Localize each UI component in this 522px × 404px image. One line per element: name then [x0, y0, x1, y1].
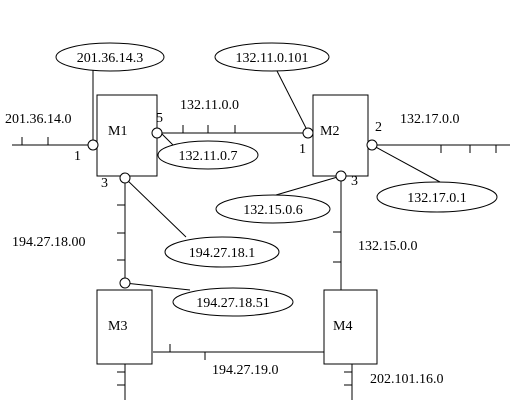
router-m1[interactable]: M1 — [96, 94, 158, 177]
router-m4[interactable]: M4 — [323, 289, 378, 365]
address-bubble-text: 194.27.18.1 — [189, 246, 256, 261]
address-bubble-outline — [376, 181, 498, 213]
router-m3-box — [96, 289, 153, 365]
address-bubble-outline — [214, 42, 330, 72]
ports — [87, 127, 378, 289]
address-bubble-text: 132.15.0.6 — [243, 203, 303, 218]
router-m1-box — [96, 94, 158, 177]
router-m2-label: M2 — [320, 124, 339, 139]
port-m2-2 — [366, 139, 378, 151]
leader-m1-p3 — [124, 177, 187, 238]
port-numbers: 1 5 3 1 2 3 — [74, 111, 382, 191]
address-bubble-text: 201.36.14.3 — [77, 51, 144, 66]
network-links — [12, 125, 510, 400]
leader-m2-p3 — [275, 175, 342, 196]
router-m4-box — [323, 289, 378, 365]
leader-m2-p1 — [276, 70, 308, 131]
router-m1-label: M1 — [108, 124, 127, 139]
address-bubble-m3-top: 194.27.18.51 — [172, 287, 294, 317]
leader-m2-p2 — [371, 144, 441, 183]
network-label-202-101-16: 202.101.16.0 — [370, 372, 444, 387]
port-number-m2-right: 2 — [375, 120, 382, 135]
port-m1-1 — [87, 139, 99, 151]
network-label-194-27-18: 194.27.18.00 — [12, 235, 86, 250]
port-m2-1 — [302, 127, 314, 139]
address-bubble-m1-p1: 201.36.14.3 — [55, 42, 165, 72]
network-label-132-15: 132.15.0.0 — [358, 239, 418, 254]
address-bubble-text: 194.27.18.51 — [196, 296, 270, 311]
port-number-m1-bottom: 3 — [101, 176, 108, 191]
network-label-194-27-19: 194.27.19.0 — [212, 363, 279, 378]
address-bubble-text: 132.17.0.1 — [407, 191, 467, 206]
router-m2-box — [312, 94, 369, 177]
address-bubble-m1-p3: 194.27.18.1 — [164, 236, 280, 268]
address-bubble-m1-p5: 132.11.0.7 — [157, 140, 259, 170]
leader-m3-top — [124, 282, 191, 291]
address-bubble-text: 132.11.0.101 — [236, 51, 309, 66]
router-m4-label: M4 — [333, 319, 352, 334]
port-number-m1-left: 1 — [74, 149, 81, 164]
address-bubble-outline — [157, 140, 259, 170]
network-labels: 201.36.14.0 132.11.0.0 132.17.0.0 194.27… — [5, 98, 460, 387]
port-m1-3 — [119, 172, 131, 184]
address-bubble-outline — [172, 287, 294, 317]
router-m3-label: M3 — [108, 319, 127, 334]
router-m2[interactable]: M2 — [312, 94, 369, 177]
address-bubble-m2-p1: 132.11.0.101 — [214, 42, 330, 72]
network-label-201-36-14: 201.36.14.0 — [5, 112, 72, 127]
address-bubble-outline — [55, 42, 165, 72]
port-number-m2-bottom: 3 — [351, 174, 358, 189]
network-label-132-17: 132.17.0.0 — [400, 112, 460, 127]
port-number-m1-right: 5 — [156, 111, 163, 126]
port-m1-5 — [151, 127, 163, 139]
address-bubble-m2-p3: 132.15.0.6 — [215, 194, 331, 224]
port-m3-top — [119, 277, 131, 289]
address-bubble-outline — [164, 236, 280, 268]
address-bubble-outline — [215, 194, 331, 224]
network-label-132-11: 132.11.0.0 — [180, 98, 239, 113]
address-bubble-text: 132.11.0.7 — [179, 149, 238, 164]
router-m3[interactable]: M3 — [96, 289, 153, 365]
address-bubble-m2-p2: 132.17.0.1 — [376, 181, 498, 213]
port-number-m2-left: 1 — [299, 142, 306, 157]
port-m2-3 — [335, 170, 347, 182]
